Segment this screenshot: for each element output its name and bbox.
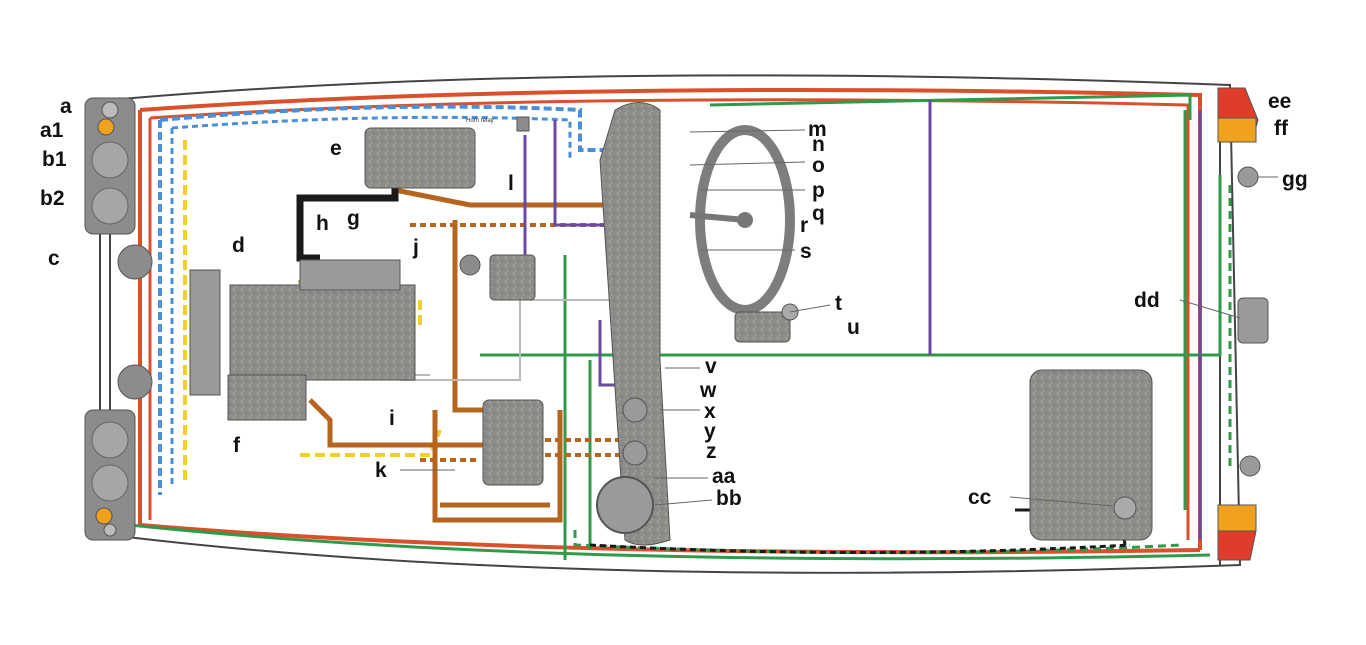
horn-relay-label: Horn relay bbox=[466, 118, 494, 124]
rear-lamp-top bbox=[1217, 87, 1259, 143]
label-q: q bbox=[812, 202, 825, 225]
label-x: x bbox=[704, 400, 716, 423]
ignition-coil-e bbox=[364, 127, 476, 189]
label-k: k bbox=[375, 459, 387, 482]
dashboard-panel bbox=[599, 102, 671, 546]
front-lamp-cluster-bottom bbox=[84, 409, 136, 541]
harness-green-wire bbox=[129, 93, 1222, 561]
fuel-sender bbox=[1113, 496, 1137, 520]
gauge-z bbox=[622, 440, 648, 466]
harness-purple-wire bbox=[523, 100, 1202, 540]
horn-left-bottom bbox=[117, 364, 153, 400]
label-b2: b2 bbox=[40, 187, 65, 210]
label-m: m bbox=[808, 118, 827, 141]
label-b1: b1 bbox=[42, 148, 67, 171]
harness-yellow-wire bbox=[183, 140, 442, 480]
label-f: f bbox=[233, 434, 241, 457]
label-dd: dd bbox=[1134, 289, 1160, 312]
rear-lamp-lower bbox=[1239, 455, 1261, 477]
label-v: v bbox=[705, 355, 717, 378]
regulator-k bbox=[482, 399, 544, 486]
leader-lines bbox=[400, 129, 1278, 507]
label-n: n bbox=[812, 133, 825, 156]
harness-red-wire-2 bbox=[148, 98, 1190, 540]
label-ee: ee bbox=[1268, 90, 1291, 113]
horn-left-top bbox=[117, 244, 153, 280]
label-j: j bbox=[412, 236, 419, 259]
horn-relay bbox=[516, 116, 530, 132]
fuse-box-l bbox=[489, 254, 536, 301]
label-r: r bbox=[800, 214, 808, 237]
engine-block bbox=[189, 259, 416, 396]
label-d: d bbox=[232, 234, 245, 257]
label-s: s bbox=[800, 240, 812, 263]
harness-brown-wire bbox=[308, 187, 610, 523]
harness-black-wire bbox=[296, 175, 399, 262]
label-gg: gg bbox=[1282, 168, 1308, 191]
label-bb: bb bbox=[716, 487, 742, 510]
harness-black-dashed-wire bbox=[589, 543, 1131, 554]
label-p: p bbox=[812, 179, 825, 202]
label-z: z bbox=[706, 440, 717, 463]
gauge-x bbox=[622, 397, 648, 423]
label-e: e bbox=[330, 137, 342, 160]
label-g: g bbox=[347, 207, 360, 230]
label-i: i bbox=[389, 407, 395, 430]
label-y: y bbox=[704, 420, 716, 443]
label-l: l bbox=[508, 172, 514, 195]
label-a1: a1 bbox=[40, 119, 64, 142]
harness-brown-dashed-wire bbox=[410, 223, 620, 462]
front-lamp-cluster-top bbox=[84, 97, 136, 235]
label-w: w bbox=[699, 379, 717, 402]
label-cc: cc bbox=[968, 486, 992, 509]
speedometer-bb bbox=[596, 476, 654, 534]
number-plate-lamp-gg bbox=[1237, 166, 1259, 188]
label-a: a bbox=[60, 95, 72, 118]
harness-blue-wire-2 bbox=[170, 115, 572, 485]
steering-wheel bbox=[689, 125, 795, 315]
label-c: c bbox=[48, 247, 60, 270]
label-u: u bbox=[847, 316, 860, 339]
label-t: t bbox=[835, 292, 842, 315]
dynamo-f bbox=[227, 374, 307, 421]
label-aa: aa bbox=[712, 465, 736, 488]
label-h: h bbox=[316, 212, 329, 235]
rear-lamp-dd bbox=[1237, 297, 1269, 344]
ignition-switch-t bbox=[734, 311, 791, 343]
label-ff: ff bbox=[1274, 117, 1289, 140]
label-o: o bbox=[812, 154, 825, 177]
flasher-unit-j bbox=[459, 254, 481, 276]
rear-lamp-bottom bbox=[1217, 504, 1257, 561]
harness-blue-wire bbox=[158, 104, 620, 495]
